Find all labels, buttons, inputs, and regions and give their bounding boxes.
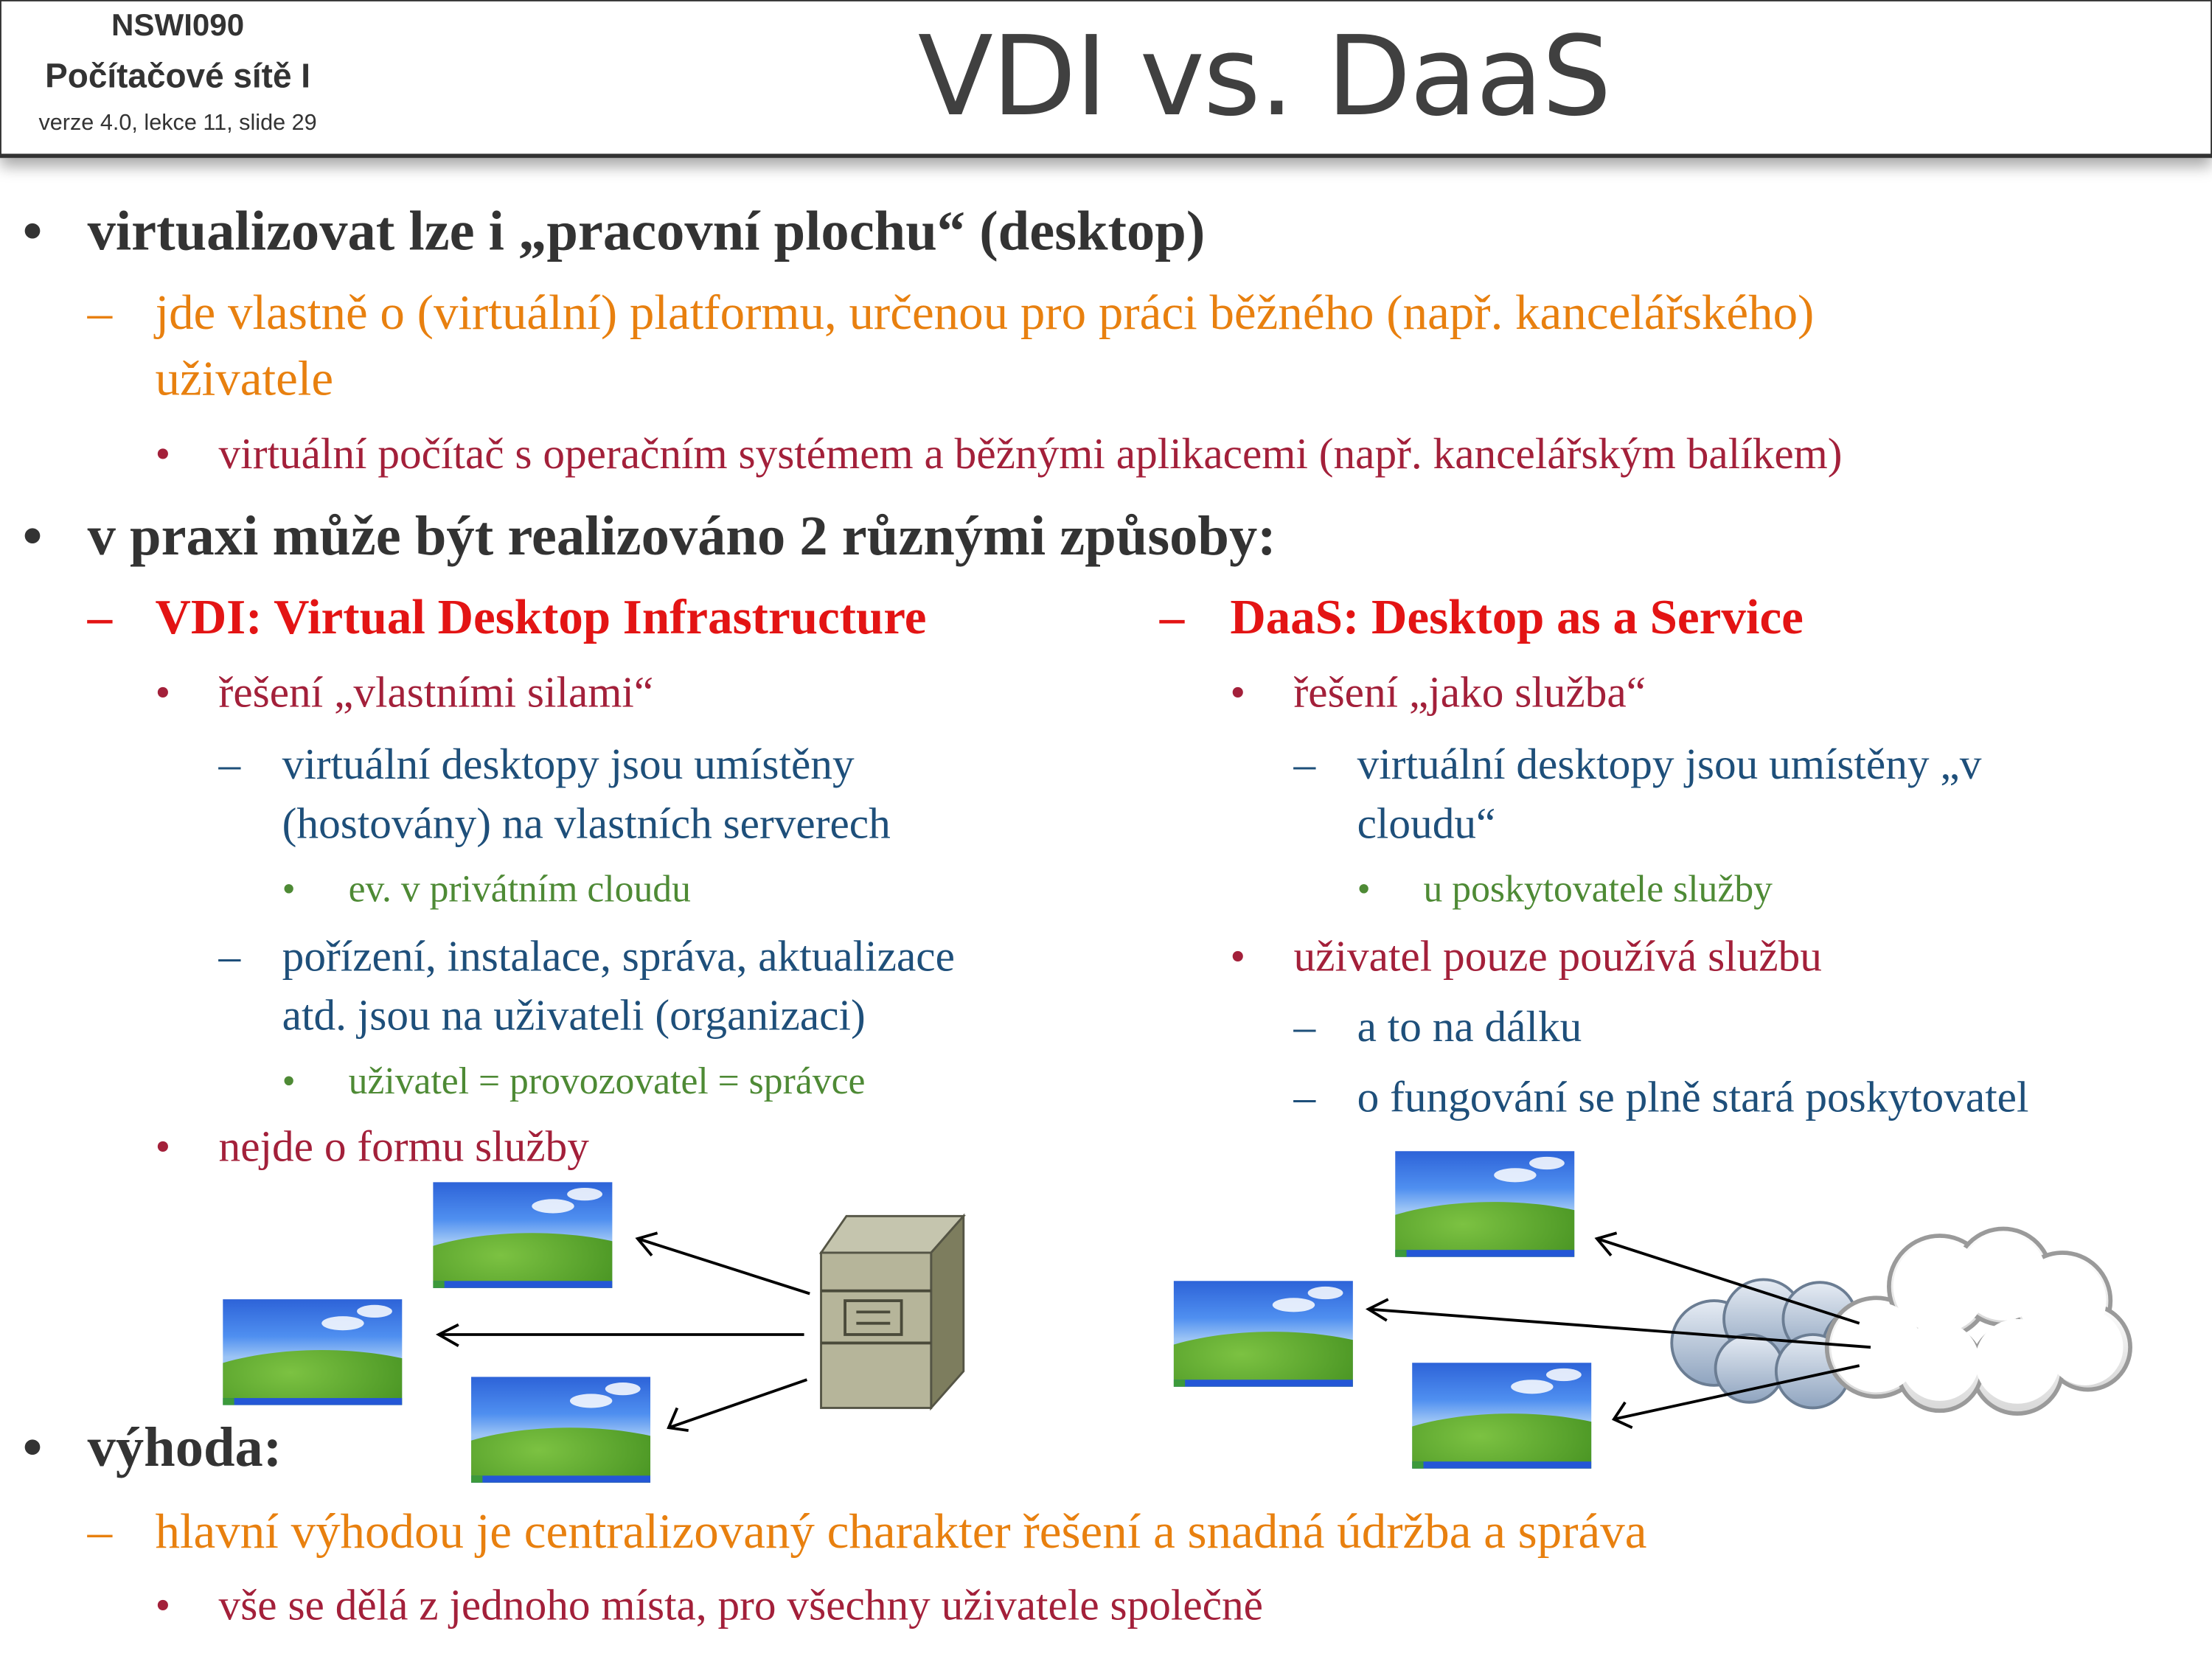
dash-marker: – bbox=[1159, 589, 1185, 645]
arrows-vdi bbox=[435, 1231, 810, 1432]
slide-header: NSWI090 Počítačové sítě I verze 4.0, lek… bbox=[0, 0, 2212, 159]
point-virtualize-desktop: virtualizovat lze i „pracovní plochu“ (d… bbox=[87, 198, 1206, 262]
vdi-item-user-admin: uživatel = provozovatel = správce bbox=[348, 1059, 866, 1102]
daas-item-remote: a to na dálku bbox=[1357, 1001, 1582, 1051]
bullet-marker: • bbox=[282, 867, 296, 911]
daas-item-user-uses: uživatel pouze používá službu bbox=[1293, 931, 1822, 981]
vdi-item-own: řešení „vlastními silami“ bbox=[218, 667, 654, 717]
bullet-marker: • bbox=[22, 1415, 43, 1479]
bullet-marker: • bbox=[1357, 867, 1371, 911]
arrows-daas bbox=[1365, 1231, 1871, 1429]
point-centralized: hlavní výhodou je centralizovaný charakt… bbox=[155, 1503, 1647, 1559]
slide-version: verze 4.0, lekce 11, slide 29 bbox=[38, 111, 317, 136]
bullet-marker: • bbox=[155, 1121, 171, 1172]
bullet-marker: • bbox=[1230, 667, 1246, 717]
slide-title: VDI vs. DaaS bbox=[917, 14, 1612, 142]
point-two-ways: v praxi může být realizováno 2 různými z… bbox=[87, 504, 1276, 568]
desktop-thumbnail bbox=[471, 1377, 651, 1483]
dash-marker: – bbox=[1293, 739, 1316, 789]
dash-marker: – bbox=[87, 589, 113, 645]
daas-item-cloud-cont: cloudu“ bbox=[1357, 798, 1496, 848]
daas-item-provider: u poskytovatele služby bbox=[1423, 867, 1773, 911]
vdi-item-private-cloud: ev. v privátním cloudu bbox=[348, 867, 691, 911]
bullet-marker: • bbox=[22, 504, 43, 568]
vdi-item-management: pořízení, instalace, správa, aktualizace bbox=[282, 931, 955, 981]
point-platform: jde vlastně o (virtuální) platformu, urč… bbox=[155, 285, 1815, 341]
desktop-thumbnail bbox=[1412, 1363, 1592, 1469]
dash-marker: – bbox=[1293, 1001, 1316, 1051]
daas-heading: DaaS: Desktop as a Service bbox=[1230, 589, 1804, 645]
desktop-thumbnail bbox=[1173, 1281, 1353, 1387]
daas-item-cloud: virtuální desktopy jsou umístěny „v bbox=[1357, 739, 1982, 789]
dash-marker: – bbox=[218, 739, 241, 789]
course-name: Počítačové sítě I bbox=[45, 58, 311, 97]
dash-marker: – bbox=[1293, 1072, 1316, 1122]
desktop-thumbnail bbox=[223, 1299, 403, 1405]
vdi-item-management-cont: atd. jsou na uživateli (organizaci) bbox=[282, 990, 866, 1040]
cloud-icon bbox=[1670, 1226, 2132, 1416]
vdi-item-hosted-cont: (hostovány) na vlastních serverech bbox=[282, 798, 891, 848]
course-code: NSWI090 bbox=[111, 7, 245, 43]
dash-marker: – bbox=[87, 1503, 113, 1559]
point-virtual-pc: virtuální počítač s operačním systémem a… bbox=[218, 428, 1843, 479]
daas-item-service: řešení „jako služba“ bbox=[1293, 667, 1646, 717]
dash-marker: – bbox=[218, 931, 241, 981]
desktop-thumbnail bbox=[433, 1182, 613, 1288]
vdi-item-hosted: virtuální desktopy jsou umístěny bbox=[282, 739, 855, 789]
desktop-thumbnail bbox=[1395, 1151, 1575, 1257]
point-advantage: výhoda: bbox=[87, 1415, 282, 1479]
bullet-marker: • bbox=[155, 667, 171, 717]
bullet-marker: • bbox=[282, 1059, 296, 1102]
dash-marker: – bbox=[87, 285, 113, 341]
bullet-marker: • bbox=[1230, 931, 1246, 981]
point-platform-cont: uživatele bbox=[155, 351, 334, 407]
vdi-heading: VDI: Virtual Desktop Infrastructure bbox=[155, 589, 927, 645]
point-one-place: vše se dělá z jednoho místa, pro všechny… bbox=[218, 1579, 1264, 1630]
bullet-marker: • bbox=[155, 1579, 171, 1630]
bullet-marker: • bbox=[155, 428, 171, 479]
bullet-marker: • bbox=[22, 198, 43, 262]
vdi-item-not-service: nejde o formu služby bbox=[218, 1121, 589, 1172]
server-icon bbox=[818, 1213, 966, 1411]
daas-item-provider-cares: o fungování se plně stará poskytovatel bbox=[1357, 1072, 2029, 1122]
